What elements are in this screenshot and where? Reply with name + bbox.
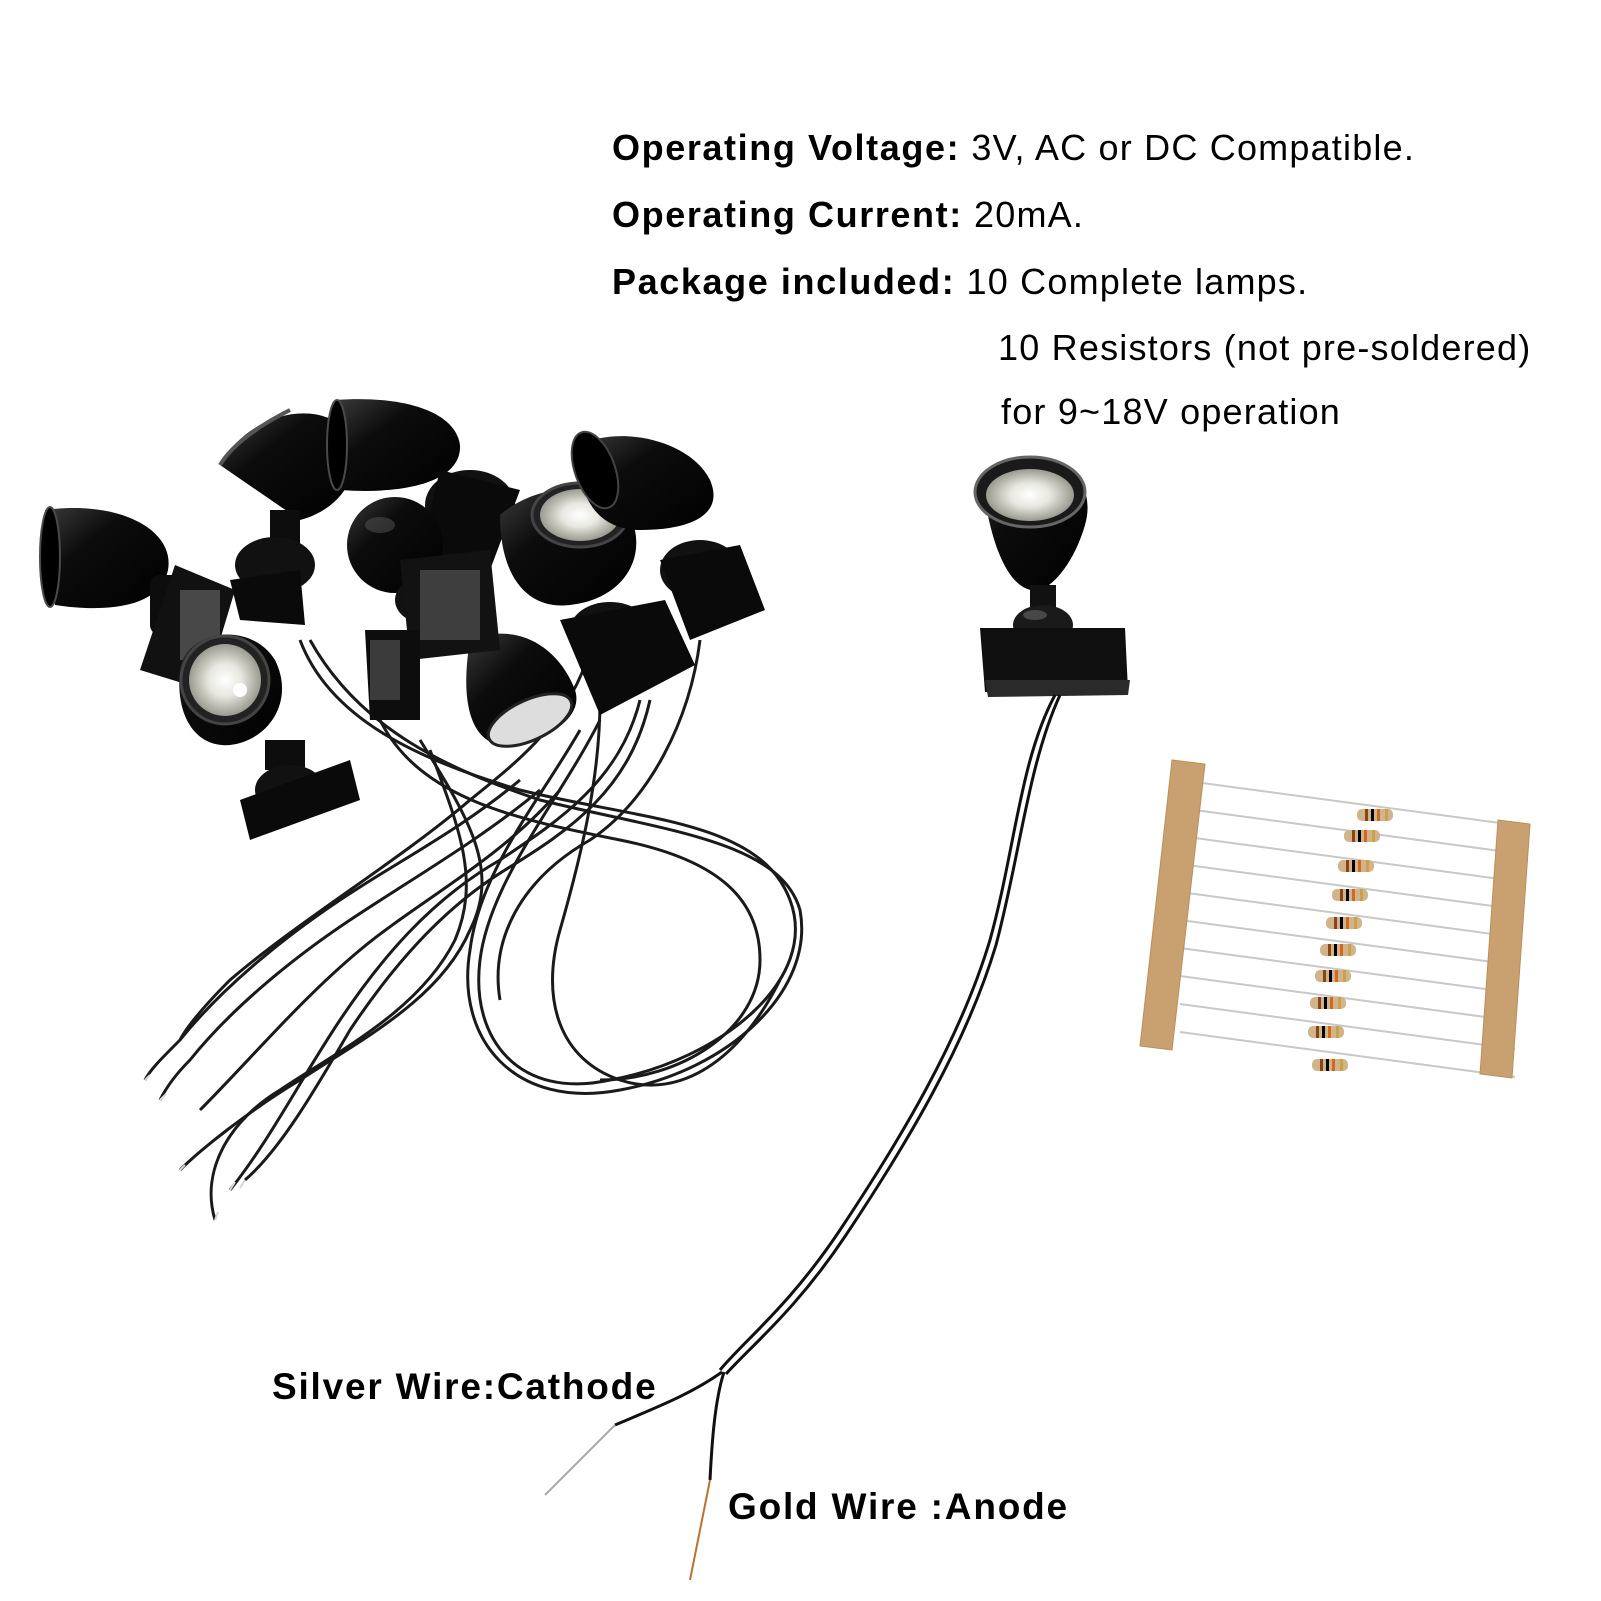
gold-wire-end: [689, 1479, 711, 1581]
lamp-b: [218, 408, 355, 625]
resistor-strip-illustration: [1139, 759, 1531, 1079]
silver-wire-label: Silver Wire:Cathode: [272, 1366, 658, 1407]
spec-package-label: Package included:: [612, 261, 956, 302]
left-tape: [1139, 759, 1206, 1051]
gold-wire-label: Gold Wire :Anode: [728, 1486, 1069, 1527]
spec-package: Package included: 10 Complete lamps.: [612, 264, 1308, 300]
right-tape: [1479, 819, 1531, 1079]
resistor-bodies: [1308, 809, 1393, 1071]
spec-package-line3: for 9~18V operation: [1001, 391, 1342, 432]
lamp-bundle-illustration: [39, 399, 804, 1221]
bundle-wires: [143, 639, 804, 1221]
silver-wire-end: [544, 1424, 616, 1496]
spec-current: Operating Current: 20mA.: [612, 197, 1084, 233]
spec-voltage-label: Operating Voltage:: [612, 127, 961, 168]
bundle-wire-tips: [144, 1074, 246, 1221]
spec-voltage-value: 3V, AC or DC Compatible.: [971, 127, 1416, 168]
resistor-leads: [1179, 779, 1516, 1078]
spec-current-label: Operating Current:: [612, 194, 963, 235]
single-lamp-illustration: [544, 455, 1130, 1581]
lamp-g: [365, 550, 577, 748]
lamp-h: [179, 634, 360, 840]
spec-current-value: 20mA.: [974, 194, 1085, 235]
spec-package-line2: 10 Resistors (not pre-soldered): [998, 327, 1532, 368]
single-lamp-wire: [614, 694, 1062, 1481]
spec-voltage: Operating Voltage: 3V, AC or DC Compatib…: [612, 130, 1415, 166]
lamp-f: [570, 430, 765, 640]
lamp-c: [326, 399, 520, 570]
spec-package-line1: 10 Complete lamps.: [966, 261, 1309, 302]
